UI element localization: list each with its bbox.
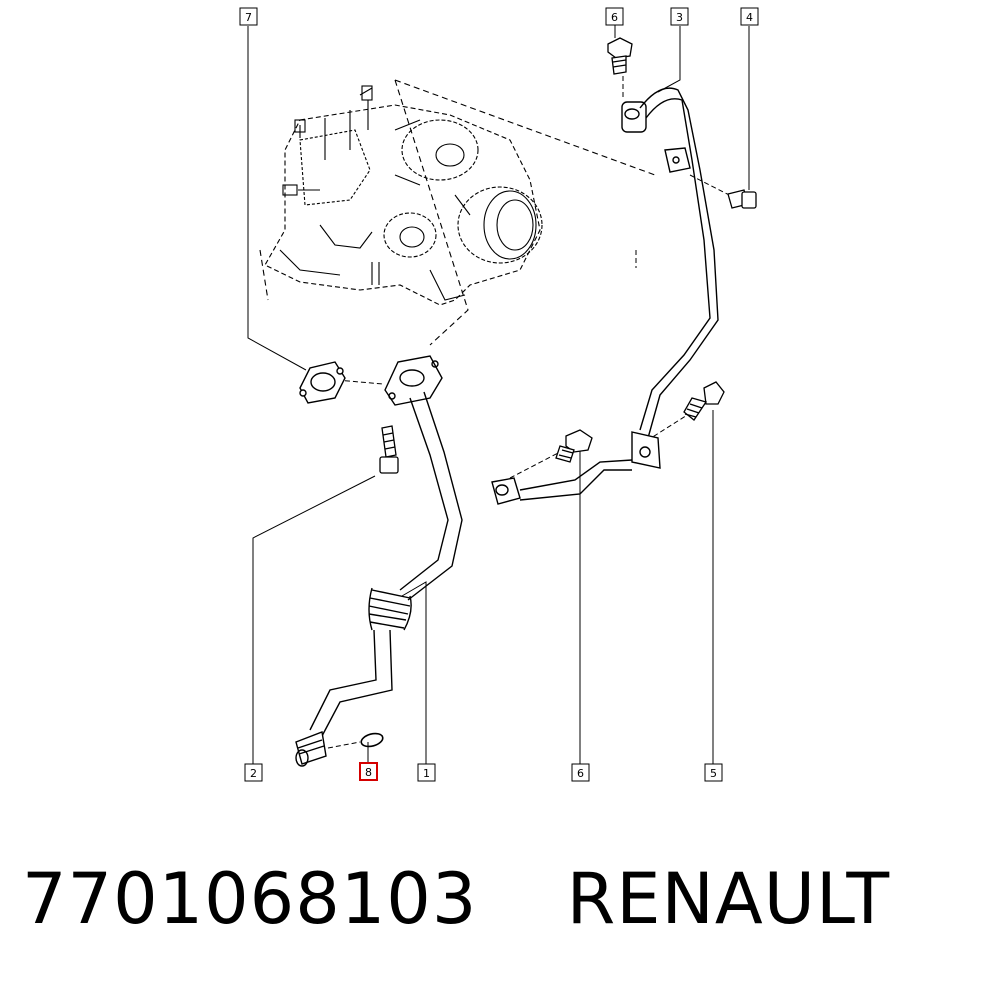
callout-3: 3: [670, 7, 689, 26]
svg-text:6: 6: [577, 767, 584, 780]
leader-lines: [247, 25, 750, 764]
svg-text:3: 3: [676, 11, 683, 24]
svg-text:8: 8: [365, 766, 372, 779]
exploded-parts-diagram: 7 6 3 4 2 8 1 6 5: [239, 7, 759, 782]
svg-text:5: 5: [710, 767, 717, 780]
stud-part-2: [379, 425, 399, 474]
banjo-bolt-part-6-bottom: [555, 429, 593, 463]
bolt-part-5: [683, 381, 725, 421]
o-ring-part-8: [360, 732, 384, 748]
callout-7: 7: [239, 7, 258, 26]
svg-text:1: 1: [423, 767, 430, 780]
callout-2: 2: [244, 763, 263, 782]
svg-text:4: 4: [746, 11, 753, 24]
svg-text:2: 2: [250, 767, 257, 780]
callout-5: 5: [704, 763, 723, 782]
callout-4: 4: [740, 7, 759, 26]
bolt-part-4: [727, 189, 757, 209]
callout-6-top: 6: [605, 7, 624, 26]
callout-1: 1: [417, 763, 436, 782]
svg-text:6: 6: [611, 11, 618, 24]
part-number: 7701068103: [22, 858, 478, 940]
svg-text:7: 7: [245, 11, 252, 24]
turbocharger-drawing: [259, 79, 656, 346]
banjo-bolt-part-6-top: [607, 37, 633, 75]
gasket-part-7: [299, 361, 346, 404]
part-caption: 7701068103 RENAULT: [22, 858, 890, 940]
callout-8-highlighted: 8: [359, 762, 378, 781]
brand-name: RENAULT: [566, 858, 891, 940]
callout-6-bottom: 6: [571, 763, 590, 782]
oil-return-pipe-part-1: [295, 355, 463, 767]
oil-feed-pipe-part-3: [491, 87, 719, 505]
